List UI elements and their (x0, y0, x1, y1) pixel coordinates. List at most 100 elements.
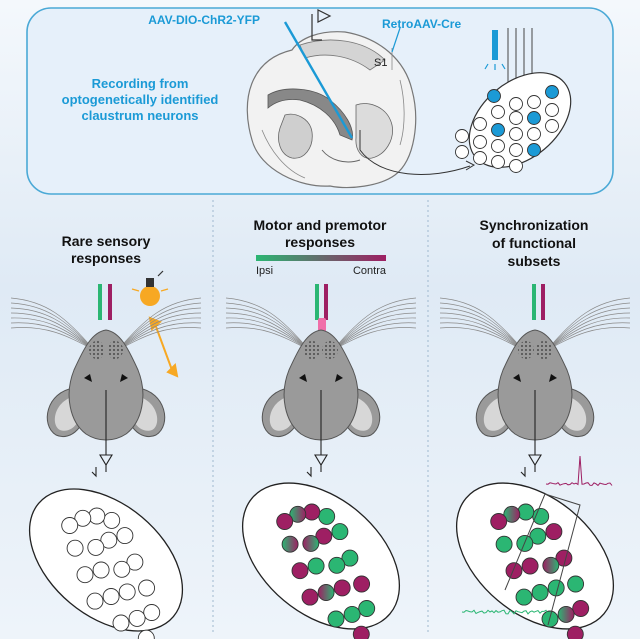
neuron-cell (527, 127, 541, 141)
neuron-cell (473, 117, 487, 131)
whiskers (225, 297, 417, 351)
neuron-cell (491, 139, 505, 153)
contra-trace (545, 455, 613, 487)
neuron-cell (505, 562, 523, 580)
neuron-cell (328, 556, 346, 574)
panel-sensory: Rare sensory responses (10, 233, 202, 639)
injection-label: AAV-DIO-ChR2-YFP (148, 13, 260, 27)
neuron-cell (527, 143, 541, 157)
neuron-cell (532, 507, 550, 525)
recording-line-1: Recording from (92, 76, 189, 91)
claustrum-oval-3 (455, 482, 615, 639)
whiskers (10, 297, 202, 351)
neuron-cell (307, 557, 325, 575)
ipsi-contra-gradient (256, 255, 386, 261)
ground-icon (91, 467, 97, 478)
panel-3-title-line-3: subsets (508, 253, 561, 269)
panel-2-title-line-1: Motor and premotor (254, 217, 388, 233)
neuron-cell (509, 143, 523, 157)
neuron-cell (128, 609, 146, 627)
neuron-cell (566, 625, 584, 639)
neuron-cell (509, 159, 523, 173)
sync-triangle (504, 493, 581, 626)
contra-bar (324, 284, 328, 320)
panel-synchronization: Synchronization of functional subsets (439, 217, 631, 639)
eye-left (84, 374, 92, 382)
panel-3-title-line-2: of functional (492, 235, 576, 251)
amplifier-icon (99, 454, 113, 467)
neuron-cell (515, 588, 533, 606)
recording-inset (455, 28, 572, 173)
neuron-cell (455, 129, 469, 143)
recording-line-3: claustrum neurons (81, 108, 198, 123)
ipsi-bar (315, 284, 319, 320)
neuron-cell (545, 523, 563, 541)
legend-ipsi-label: Ipsi (256, 265, 273, 277)
amplifier-icon (528, 454, 542, 467)
injection-track (283, 21, 354, 139)
neuron-cell (86, 592, 104, 610)
neuron-cell (100, 531, 118, 549)
neuron-cell (509, 97, 523, 111)
panel-motor: Motor and premotor responses Ipsi Contra (225, 217, 417, 639)
eye-right (549, 374, 557, 382)
neuron-cell (87, 538, 105, 556)
claustrum-oval-1 (28, 488, 184, 639)
neuron-cell (358, 600, 376, 617)
neuron-cell (126, 553, 144, 571)
neuron-cell (302, 534, 320, 552)
neuron-cell (572, 600, 590, 617)
neuron-cell (137, 629, 155, 639)
neuron-cell (455, 145, 469, 159)
retro-pointer (391, 27, 401, 53)
neuron-cell (333, 579, 351, 597)
ground-icon (306, 467, 312, 478)
neuron-cell (291, 562, 309, 580)
retro-label: RetroAAV-Cre (382, 17, 461, 31)
neuron-cell (473, 151, 487, 165)
neuron-cell (303, 503, 321, 521)
ipsi-bar (98, 284, 102, 320)
contra-bar (541, 284, 545, 320)
legend-contra-label: Contra (353, 265, 387, 277)
claustrum-oval-2 (241, 482, 401, 639)
neuron-cell (276, 513, 294, 530)
neuron-cell (138, 579, 156, 597)
panel-2-title-line-2: responses (285, 234, 355, 250)
neuron-cell (503, 505, 521, 523)
neuron-cell (542, 556, 560, 574)
mouse-head-3 (439, 297, 631, 478)
mouse-head-1 (10, 297, 202, 478)
neuron-cell (343, 605, 361, 623)
whisker-pad-right (107, 341, 123, 359)
whisker-pad-left (304, 341, 320, 359)
neuron-cell (143, 604, 161, 621)
neuron-cell (92, 561, 110, 579)
ipsi-trace (461, 609, 549, 615)
tongue (318, 318, 326, 332)
neuron-cell (353, 575, 371, 593)
neuron-cell (301, 588, 319, 606)
neuron-cell (521, 557, 539, 575)
panel-1-title-line-2: responses (71, 250, 141, 266)
neuron-cell (318, 507, 336, 525)
neuron-cell (491, 155, 505, 169)
neuron-cell (61, 517, 79, 534)
neuron-cell (545, 103, 559, 117)
neuron-cell (509, 111, 523, 125)
neuron-cell (491, 123, 505, 137)
neuron-cell (76, 566, 94, 584)
electrode-marker (311, 14, 322, 41)
panel-3-title-line-1: Synchronization (480, 217, 589, 233)
top-panel: AAV-DIO-ChR2-YFP RetroAAV-Cre S1 Recordi… (26, 7, 614, 195)
neuron-cell (331, 523, 349, 541)
neuron-cell (66, 539, 84, 557)
recording-line-2: optogenetically identified (62, 92, 219, 107)
neuron-cell (341, 549, 359, 567)
neuron-cell (103, 511, 121, 529)
ground-icon (520, 467, 526, 478)
eye-right (335, 374, 343, 382)
neuron-cell (517, 503, 535, 521)
neuron-cell (281, 535, 299, 553)
